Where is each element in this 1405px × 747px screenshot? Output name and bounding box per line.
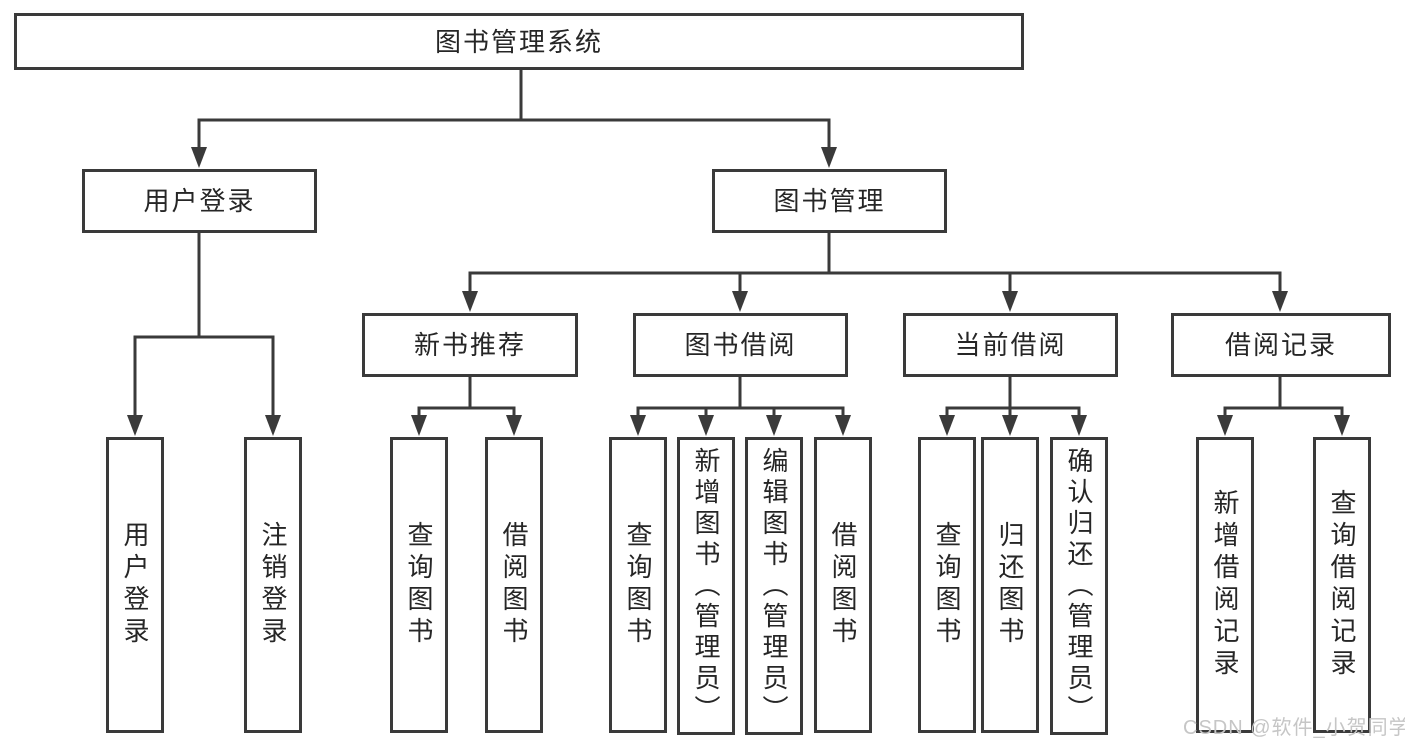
leaf-user-login: 用户登录 <box>106 437 164 733</box>
node-book-management: 图书管理 <box>712 169 947 233</box>
arrowhead <box>1071 415 1087 436</box>
arrowhead <box>835 415 851 436</box>
leaf-logout: 注销登录 <box>244 437 302 733</box>
arrowhead <box>411 415 427 436</box>
arrowhead <box>1002 291 1018 312</box>
arrowhead <box>462 291 478 312</box>
arrowhead <box>506 415 522 436</box>
node-new-book-recommendation: 新书推荐 <box>362 313 578 377</box>
leaf-borrow-books-recommend: 借阅图书 <box>485 437 543 733</box>
watermark: CSDN @软件_小贺同学 <box>1183 717 1405 739</box>
arrowhead <box>732 291 748 312</box>
node-root: 图书管理系统 <box>14 13 1024 70</box>
arrowhead <box>1272 291 1288 312</box>
leaf-query-books-current: 查询图书 <box>918 437 976 733</box>
leaf-query-borrow-record: 查询借阅记录 <box>1313 437 1371 733</box>
leaf-add-borrow-record: 新增借阅记录 <box>1196 437 1254 733</box>
arrowhead <box>1334 415 1350 436</box>
arrowhead <box>1217 415 1233 436</box>
leaf-borrow-books-borrow: 借阅图书 <box>814 437 872 733</box>
arrowhead <box>1002 415 1018 436</box>
arrowhead <box>821 147 837 168</box>
node-book-borrowing: 图书借阅 <box>633 313 848 377</box>
leaf-edit-book-admin: 编辑图书（管理员） <box>745 437 803 735</box>
arrowhead <box>630 415 646 436</box>
node-borrowing-records: 借阅记录 <box>1171 313 1391 377</box>
node-user-login: 用户登录 <box>82 169 317 233</box>
arrowhead <box>265 415 281 436</box>
arrowhead <box>698 415 714 436</box>
arrowhead <box>191 147 207 168</box>
leaf-query-books-borrow: 查询图书 <box>609 437 667 733</box>
arrowhead <box>939 415 955 436</box>
leaf-query-books-recommend: 查询图书 <box>390 437 448 733</box>
leaf-add-book-admin: 新增图书（管理员） <box>677 437 735 735</box>
arrowheads <box>127 147 1350 436</box>
leaf-confirm-return-admin: 确认归还（管理员） <box>1050 437 1108 735</box>
arrowhead <box>127 415 143 436</box>
node-current-borrowing: 当前借阅 <box>903 313 1118 377</box>
arrowhead <box>766 415 782 436</box>
leaf-return-book: 归还图书 <box>981 437 1039 733</box>
